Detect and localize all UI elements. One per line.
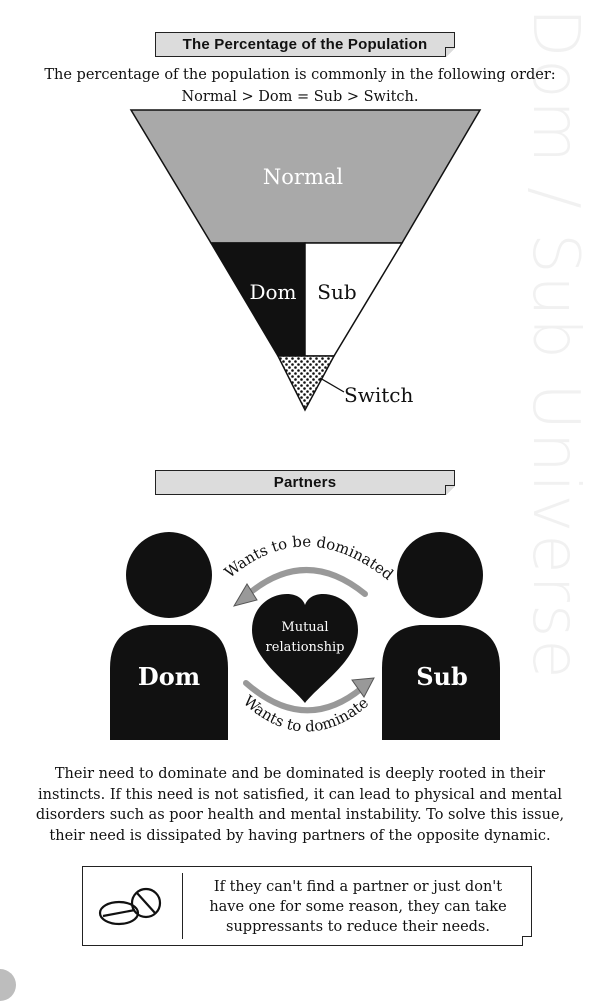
sub-person-body	[382, 625, 500, 740]
dom-figure-label: Dom	[138, 662, 200, 691]
dom-label: Dom	[249, 280, 296, 304]
normal-label: Normal	[263, 165, 343, 189]
switch-pointer-line	[319, 377, 345, 393]
paragraph-line-4: their need is dissipated by having partn…	[49, 827, 551, 844]
paragraph-line-2: instincts. If this need is not satisfied…	[38, 786, 562, 803]
header-fold-corner	[445, 47, 455, 57]
sub-person-figure	[382, 532, 500, 740]
note-fold-corner	[522, 936, 532, 946]
dom-person-head	[126, 532, 212, 618]
section-header-population: The Percentage of the Population	[155, 32, 455, 57]
heart-text-line-2: relationship	[266, 640, 345, 655]
sub-person-head	[397, 532, 483, 618]
switch-label: Switch	[344, 383, 413, 407]
paragraph-line-1: Their need to dominate and be dominated …	[54, 766, 546, 782]
intro-text-line-1: The percentage of the population is comm…	[44, 67, 556, 83]
dom-person-figure	[110, 532, 228, 740]
note-line-1: If they can't find a partner or just don…	[213, 879, 503, 895]
suppressant-note-box: If they can't find a partner or just don…	[82, 866, 532, 946]
intro-text-line-2: Normal > Dom = Sub > Switch.	[181, 89, 419, 105]
sub-label: Sub	[317, 280, 356, 304]
dom-person-body	[110, 625, 228, 740]
mutual-heart	[252, 594, 358, 703]
heart-text-line-1: Mutual	[281, 620, 328, 635]
population-pyramid	[129, 109, 482, 412]
bottom-arrow-to-sub	[243, 677, 375, 714]
paragraph-line-3: disorders such as poor health and mental…	[35, 807, 565, 823]
explanation-paragraph: Their need to dominate and be dominated …	[26, 764, 574, 846]
sub-figure-label: Sub	[416, 662, 468, 691]
note-line-3: suppressants to reduce their needs.	[226, 919, 490, 935]
switch-region	[276, 355, 336, 412]
note-line-2: have one for some reason, they can take	[209, 899, 507, 915]
section-header-partners-text: Partners	[273, 474, 337, 491]
top-arc-text: Wants to be dominated	[221, 532, 397, 583]
note-divider	[182, 873, 183, 939]
top-arc-text-path: Wants to be dominated	[221, 532, 397, 583]
header-fold-corner	[445, 485, 455, 495]
pills-icon	[98, 887, 162, 926]
top-arrow-to-dom	[232, 565, 370, 607]
section-header-partners: Partners	[155, 470, 455, 495]
section-header-population-text: The Percentage of the Population	[182, 36, 428, 53]
corner-decoration	[0, 969, 16, 1001]
note-text: If they can't find a partner or just don…	[193, 877, 523, 937]
